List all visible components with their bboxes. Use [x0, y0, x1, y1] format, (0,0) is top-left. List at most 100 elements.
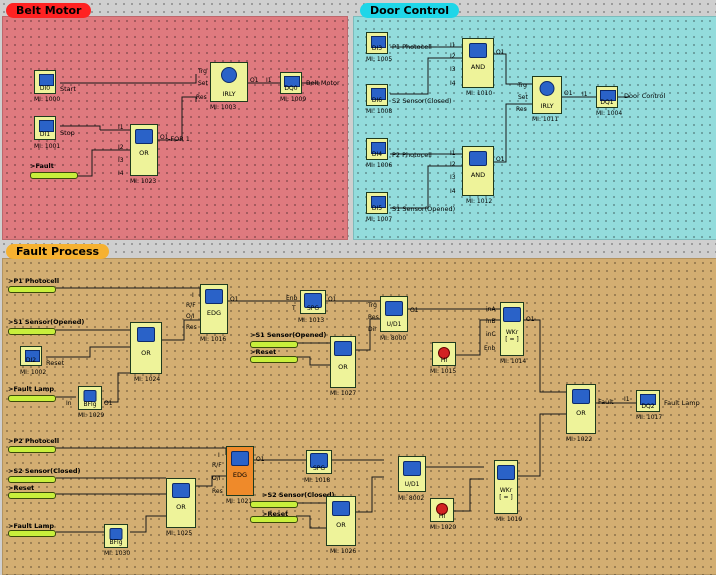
input-tag: P1 Photocell — [392, 43, 432, 51]
pin-label: R/F — [212, 462, 222, 469]
compare-block-1019[interactable]: WKr[ = ] — [494, 460, 518, 514]
memory-index: MI: 1025 — [166, 530, 193, 537]
and-block-1012[interactable]: AND — [462, 146, 494, 196]
signal-label-p2-photocell: >P2 Photocell — [8, 437, 60, 445]
digital-input-icon — [39, 74, 54, 86]
spg-block-1018[interactable]: SPG — [306, 450, 332, 474]
or-block-1027[interactable]: OR — [330, 336, 356, 388]
signal-bar-fault-lamp[interactable] — [8, 395, 56, 402]
pin-label: I3 — [450, 66, 456, 73]
pin-label: O1 — [564, 90, 573, 97]
pin-label: R/F — [186, 302, 196, 309]
signal-bar-s1-sensor[interactable] — [8, 328, 56, 335]
and-gate-icon — [469, 43, 487, 58]
memory-index: MI: 1002 — [20, 369, 47, 376]
block-label: DI3 — [371, 45, 383, 52]
pin-label: Enb — [484, 345, 496, 352]
compare-block-1014[interactable]: WKr[ = ] — [500, 302, 524, 356]
output-tag: Fault Lamp — [664, 399, 700, 407]
memory-index: MI: 1026 — [330, 548, 357, 555]
block-label: OR — [338, 363, 348, 371]
input-block-di1[interactable]: DI1 — [34, 116, 56, 140]
memory-index: MI: 8000 — [380, 335, 407, 342]
bflg-block-1029[interactable]: BFlg — [78, 386, 102, 410]
pin-label: In — [66, 400, 72, 407]
block-label: U/D1 — [386, 321, 402, 328]
edg-block-1021[interactable]: EDG — [226, 446, 254, 496]
block-label: OR — [336, 521, 346, 529]
pin-label: I1 — [118, 124, 124, 131]
or-block-1024[interactable]: OR — [130, 322, 162, 374]
pin-label: I1 — [450, 42, 456, 49]
output-block-dq2[interactable]: DQ2 — [636, 390, 660, 412]
or-block-1025[interactable]: OR — [166, 478, 196, 528]
block-label: DI6 — [371, 97, 383, 104]
digital-input-icon — [39, 120, 54, 132]
memory-index: MI: 1013 — [298, 317, 325, 324]
output-block-dq0[interactable]: DQ0 — [280, 72, 302, 94]
signal-bar-p2-photocell[interactable] — [8, 446, 56, 453]
and-block-1010[interactable]: AND — [462, 38, 494, 88]
signal-label-reset-2: >Reset — [8, 484, 35, 492]
input-block-di2[interactable]: DI2 — [20, 346, 42, 366]
bflg-block-1030[interactable]: BFlg — [104, 524, 128, 548]
pin-label: Res — [212, 488, 223, 495]
memory-index: MI: 1023 — [130, 178, 157, 185]
flag-icon — [83, 390, 97, 402]
signal-bar-reset-3[interactable] — [250, 516, 298, 523]
input-tag: Reset — [46, 359, 65, 367]
signal-bar-fault-lamp-2[interactable] — [8, 530, 56, 537]
signal-bar-reset[interactable] — [250, 356, 298, 363]
pin-label: O1 — [526, 316, 535, 323]
pin-label: O1 — [496, 49, 505, 56]
signal-bar-s1-sensor-2[interactable] — [250, 341, 298, 348]
counter-block-8000[interactable]: U/D1 — [380, 296, 408, 332]
memory-index: MI: 1008 — [366, 108, 393, 115]
pin-label: O1 — [250, 77, 259, 84]
or-block-1026[interactable]: OR — [326, 496, 356, 546]
digital-output-icon — [600, 90, 616, 101]
digital-output-icon — [640, 394, 656, 405]
pulse-generator-icon — [310, 453, 328, 468]
hi-block-1020[interactable]: HI — [430, 498, 454, 522]
output-block-dq1[interactable]: DQ1 — [596, 86, 618, 108]
zone-belt-motor[interactable] — [2, 16, 348, 240]
pin-label: O1 — [496, 156, 505, 163]
input-block-di6[interactable]: DI6 — [366, 84, 388, 106]
input-block-di0[interactable]: DI0 — [34, 70, 56, 94]
edg-block-1016[interactable]: EDG — [200, 284, 228, 334]
signal-label-s2-sensor: >S2 Sensor(Closed) — [8, 467, 81, 475]
hi-block-1015[interactable]: HI — [432, 342, 456, 366]
signal-bar-s2-sensor[interactable] — [8, 476, 56, 483]
digital-input-icon — [371, 36, 386, 48]
input-tag: P2 Photocell — [392, 151, 432, 159]
signal-bar-fault[interactable] — [30, 172, 78, 179]
signal-bar-s2-sensor-2[interactable] — [250, 501, 298, 508]
block-label: OR — [176, 503, 186, 511]
zone-fault-process[interactable] — [2, 258, 716, 575]
edge-up-icon — [231, 451, 249, 466]
memory-index: MI: 1018 — [304, 477, 331, 484]
counter-block-8002[interactable]: U/D1 — [398, 456, 426, 492]
block-label: DQ0 — [284, 85, 298, 92]
or-block-1022[interactable]: OR — [566, 384, 596, 434]
input-block-di4[interactable]: DI4 — [366, 138, 388, 160]
block-label: OR — [139, 149, 149, 157]
signal-bar-reset-2[interactable] — [8, 492, 56, 499]
memory-index: MI: 1005 — [366, 56, 393, 63]
input-block-di3[interactable]: DI3 — [366, 32, 388, 54]
pin-label: O1 — [160, 134, 169, 141]
and-gate-icon — [469, 151, 487, 166]
pin-label: I4 — [118, 170, 124, 177]
zone-door-control[interactable] — [353, 16, 716, 240]
block-label: WKr[ = ] — [495, 487, 517, 501]
pin-label: O1 — [328, 296, 337, 303]
input-block-di5[interactable]: DI5 — [366, 192, 388, 214]
irly-block-1011[interactable]: IRLY — [532, 76, 562, 114]
or-block-1023[interactable]: OR — [130, 124, 158, 176]
block-label: BFlg — [109, 539, 123, 546]
signal-bar-p1-photocell[interactable] — [8, 286, 56, 293]
irly-block-1003[interactable]: IRLY — [210, 62, 248, 102]
spg-block-1013[interactable]: SPG — [300, 290, 326, 314]
